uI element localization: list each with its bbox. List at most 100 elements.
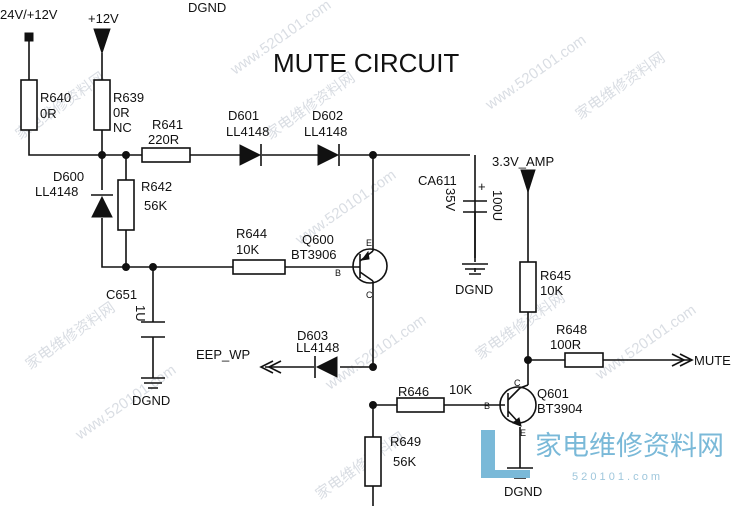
resistor-r646: R646 10K	[396, 382, 472, 413]
watermark-logo: 家电维修资料网 5 2 0 1 0 1 . c o m	[481, 430, 724, 483]
component-value: 56K	[393, 454, 416, 469]
capacitor-ca611: + CA611 35V 100U	[418, 173, 505, 262]
net-label-24v-12v: 24V/+12V	[0, 7, 58, 22]
net-label-dgnd: DGND	[455, 282, 493, 297]
component-value: 100R	[550, 337, 581, 352]
output-arrow-icon	[671, 353, 694, 367]
diode-d603: D603 LL4148	[296, 328, 339, 378]
pin-label-e: E	[520, 428, 526, 438]
junction-dot	[369, 151, 377, 159]
resistor-r645: R645 10K	[519, 261, 571, 313]
resistor-body	[93, 79, 111, 131]
junction-dot	[524, 356, 532, 364]
transistor-emitter-arrow-icon	[360, 250, 370, 261]
component-value: LL4148	[226, 124, 269, 139]
component-voltage: 35V	[443, 188, 458, 211]
diode-d602: D602 LL4148	[304, 108, 347, 166]
resistor-r641: R641 220R	[141, 117, 191, 163]
watermark-text: 家电维修资料网	[23, 299, 119, 373]
supply-24v-terminal-icon	[24, 32, 34, 42]
component-value: BT3906	[291, 247, 337, 262]
resistor-r648: R648 100R	[550, 322, 604, 368]
net-label-dgnd: DGND	[132, 393, 170, 408]
component-value: BT3904	[537, 401, 583, 416]
component-value: LL4148	[304, 124, 347, 139]
transistor-q600: Q600 BT3906 E B C	[291, 232, 388, 300]
transistor-emitter-arrow-icon	[512, 417, 522, 427]
component-value: 0R	[40, 106, 57, 121]
component-value: 0R	[113, 105, 130, 120]
resistor-r639: R639 0R NC	[93, 79, 144, 135]
supply-3v3-arrow-icon	[520, 169, 536, 194]
resistor-body	[396, 397, 445, 413]
resistor-body	[141, 147, 191, 163]
component-ref: C651	[106, 287, 137, 302]
component-ref: R641	[152, 117, 183, 132]
component-ref: R648	[556, 322, 587, 337]
polarity-plus: +	[478, 179, 486, 194]
component-ref: R639	[113, 90, 144, 105]
net-label-3v3-amp: 3.3V_AMP	[492, 154, 554, 169]
pin-label-c: C	[366, 290, 373, 300]
resistor-body	[519, 261, 537, 313]
resistor-r649: R649 56K	[364, 434, 421, 487]
watermark-text: www.520101.com	[482, 31, 590, 113]
net-label-12v: +12V	[88, 11, 119, 26]
resistor-body	[564, 352, 604, 368]
watermark-text: 家电维修资料网	[573, 49, 669, 123]
transistor-q601: Q601 BT3904 C B E	[484, 378, 583, 438]
diode-triangle-icon	[91, 195, 113, 218]
component-ref: R640	[40, 90, 71, 105]
pin-label-e: E	[366, 238, 372, 248]
diode-triangle-icon	[317, 144, 340, 166]
junction-dot	[369, 363, 377, 371]
component-value: 220R	[148, 132, 179, 147]
component-ref: Q601	[537, 386, 569, 401]
pin-label-b: B	[484, 401, 490, 411]
component-value: LL4148	[296, 340, 339, 355]
diagram-title: MUTE CIRCUIT	[273, 48, 459, 78]
component-note: NC	[113, 120, 132, 135]
resistor-body	[364, 436, 382, 487]
junction-dot	[369, 401, 377, 409]
component-ref: R646	[398, 384, 429, 399]
component-value: 10K	[540, 283, 563, 298]
component-value: 1U	[133, 305, 148, 322]
ground-symbol-icon	[141, 377, 165, 389]
ground-symbol-icon	[462, 263, 488, 275]
component-value: 100U	[490, 190, 505, 221]
component-ref: D602	[312, 108, 343, 123]
transistor-body	[499, 386, 537, 424]
pin-label-b: B	[335, 268, 341, 278]
diode-d600: D600 LL4148	[35, 169, 113, 218]
component-ref: CA611	[418, 173, 457, 188]
component-ref: D603	[297, 328, 328, 343]
junction-dots	[98, 151, 532, 409]
net-label-mute: MUTE	[694, 353, 731, 368]
component-ref: D601	[228, 108, 259, 123]
junction-dot	[98, 151, 106, 159]
component-ref: R649	[390, 434, 421, 449]
resistor-body	[117, 179, 135, 231]
component-ref: R644	[236, 226, 267, 241]
component-value: 56K	[144, 198, 167, 213]
component-ref: R642	[141, 179, 172, 194]
component-value: 10K	[236, 242, 259, 257]
diode-triangle-icon	[239, 144, 262, 166]
transistor-collector-lead	[507, 384, 529, 401]
logo-url: 5 2 0 1 0 1 . c o m	[572, 471, 660, 483]
logo-text: 家电维修资料网	[535, 431, 724, 462]
junction-dot	[149, 263, 157, 271]
supply-12v-arrow-icon	[93, 28, 111, 55]
diode-triangle-icon	[315, 356, 338, 378]
resistor-r642: R642 56K	[117, 179, 172, 231]
component-value: 10K	[449, 382, 472, 397]
component-ref: D600	[53, 169, 84, 184]
watermark-text: www.520101.com	[592, 301, 700, 383]
diode-d601: D601 LL4148	[226, 108, 269, 166]
logo-icon	[481, 430, 530, 478]
capacitor-c651: C651 1U	[106, 287, 165, 338]
net-label-eep-wp: EEP_WP	[196, 347, 250, 362]
resistor-r644: R644 10K	[232, 226, 286, 275]
